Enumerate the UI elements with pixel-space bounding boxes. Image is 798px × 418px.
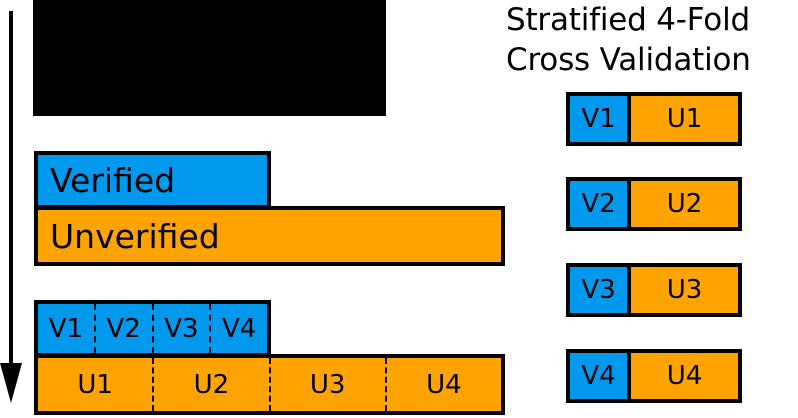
unverified-bar: Unverified bbox=[34, 206, 505, 266]
verified-fold-label: V2 bbox=[106, 313, 141, 344]
unverified-fold-cell: U2 bbox=[152, 358, 268, 411]
verified-fold-cell: V4 bbox=[209, 304, 267, 353]
cv-fold-row: V4 U4 bbox=[566, 349, 742, 403]
unverified-fold-cell: U3 bbox=[268, 358, 385, 411]
cv-fold-training-cell: U4 bbox=[631, 349, 742, 403]
timeline-arrow-shaft bbox=[9, 11, 13, 367]
cv-fold-validation-cell: V1 bbox=[566, 92, 631, 146]
verified-fold-label: V1 bbox=[48, 313, 84, 344]
unverified-fold-split-row: U1 U2 U3 U4 bbox=[34, 354, 505, 415]
verified-label: Verified bbox=[50, 160, 176, 200]
cv-fold-training-label: U4 bbox=[666, 361, 703, 391]
verified-fold-cell: V3 bbox=[151, 304, 210, 353]
cv-fold-validation-label: V3 bbox=[581, 275, 616, 305]
verified-fold-label: V3 bbox=[164, 313, 199, 344]
cv-fold-row: V3 U3 bbox=[566, 263, 742, 317]
cv-fold-row: V1 U1 bbox=[566, 92, 742, 146]
cross-validation-title-line-2: Cross Validation bbox=[506, 41, 751, 78]
unverified-fold-cell: U4 bbox=[384, 358, 501, 411]
verified-bar: Verified bbox=[34, 151, 271, 209]
redacted-block bbox=[33, 0, 386, 116]
cv-fold-validation-cell: V4 bbox=[566, 349, 631, 403]
cv-fold-training-cell: U2 bbox=[631, 177, 742, 231]
cv-fold-validation-label: V1 bbox=[581, 104, 616, 134]
cv-fold-row: V2 U2 bbox=[566, 177, 742, 231]
unverified-fold-cell: U1 bbox=[38, 358, 152, 411]
cv-fold-validation-label: V2 bbox=[581, 189, 616, 219]
cv-fold-training-label: U3 bbox=[666, 275, 703, 305]
cv-fold-training-cell: U1 bbox=[631, 92, 742, 146]
verified-fold-label: V4 bbox=[221, 313, 257, 344]
unverified-fold-label: U3 bbox=[309, 369, 346, 400]
verified-fold-split-row: V1 V2 V3 V4 bbox=[34, 300, 271, 357]
cv-fold-training-cell: U3 bbox=[631, 263, 742, 317]
unverified-fold-label: U4 bbox=[426, 369, 462, 400]
cross-validation-title: Stratified 4-Fold Cross Validation bbox=[506, 1, 798, 80]
timeline-arrow-head bbox=[0, 363, 22, 403]
cv-fold-training-label: U1 bbox=[666, 104, 703, 134]
cv-fold-training-label: U2 bbox=[666, 189, 703, 219]
verified-fold-cell: V1 bbox=[38, 304, 94, 353]
unverified-fold-label: U1 bbox=[77, 369, 113, 400]
unverified-fold-label: U2 bbox=[193, 369, 230, 400]
cv-fold-validation-cell: V3 bbox=[566, 263, 631, 317]
cv-fold-validation-label: V4 bbox=[581, 361, 616, 391]
cross-validation-title-line-1: Stratified 4-Fold bbox=[506, 2, 750, 38]
cv-fold-validation-cell: V2 bbox=[566, 177, 631, 231]
verified-fold-cell: V2 bbox=[93, 304, 152, 353]
unverified-label: Unverified bbox=[50, 216, 220, 256]
